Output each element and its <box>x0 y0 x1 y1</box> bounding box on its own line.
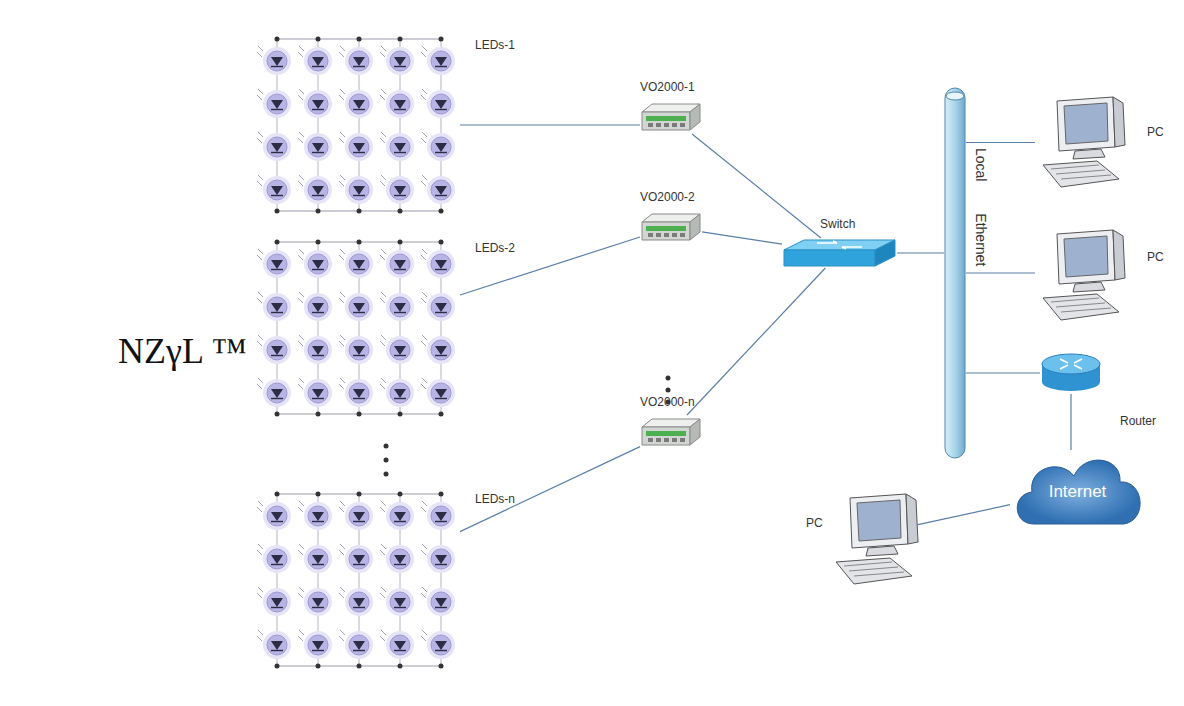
node-label: Local Ethernet <box>972 146 989 268</box>
controller-box: VO2000-1 <box>640 100 702 134</box>
led-array: LEDs-2 <box>255 238 460 418</box>
network-link <box>966 372 1040 373</box>
network-link <box>966 142 1035 143</box>
led-array: LEDs-n <box>255 490 460 670</box>
node-label: Internet <box>1010 482 1145 502</box>
node-label: PC <box>806 516 823 530</box>
node-label: VO2000-2 <box>640 190 695 204</box>
network-link <box>460 237 640 295</box>
node-label: PC <box>1147 125 1164 139</box>
ethernet-bus: Local Ethernet <box>944 88 966 458</box>
node-label: LEDs-n <box>475 492 515 506</box>
network-link <box>460 124 640 125</box>
diagram-title: NZγL ™ <box>118 330 247 372</box>
network-switch: Switch <box>782 238 897 268</box>
pc-computer: PC <box>1035 228 1130 323</box>
led-array-icon <box>255 490 460 670</box>
node-label: Switch <box>820 217 855 231</box>
node-label: VO2000-1 <box>640 80 695 94</box>
network-link <box>460 447 640 532</box>
controller-box: VO2000-n <box>640 415 702 449</box>
controller-box: VO2000-2 <box>640 210 702 244</box>
router-icon <box>1040 352 1102 394</box>
node-label: LEDs-1 <box>475 38 515 52</box>
node-label: VO2000-n <box>640 395 695 409</box>
internet-cloud: Internet <box>1010 450 1145 530</box>
pc-computer-icon <box>828 492 918 577</box>
network-link <box>918 505 1010 525</box>
network-link <box>966 272 1035 273</box>
controller-box-icon <box>640 210 702 244</box>
network-link <box>687 268 825 415</box>
network-link <box>897 252 944 253</box>
pc-computer-icon <box>1035 95 1130 190</box>
led-array-icon <box>255 35 460 215</box>
controller-box-icon <box>640 100 702 134</box>
node-label: PC <box>1147 250 1164 264</box>
network-switch-icon <box>782 238 897 268</box>
controller-box-icon <box>640 415 702 449</box>
network-link <box>1070 394 1071 450</box>
router: Router <box>1040 352 1102 394</box>
ethernet-bus-icon <box>944 88 966 458</box>
led-array: LEDs-1 <box>255 35 460 215</box>
network-link <box>692 134 821 238</box>
node-label: LEDs-2 <box>475 241 515 255</box>
pc-computer-icon <box>1035 228 1130 323</box>
led-array-icon <box>255 238 460 418</box>
node-label: Router <box>1120 414 1156 428</box>
pc-computer: PC <box>1035 95 1130 190</box>
pc-computer: PC <box>828 492 918 577</box>
network-link <box>702 232 782 244</box>
